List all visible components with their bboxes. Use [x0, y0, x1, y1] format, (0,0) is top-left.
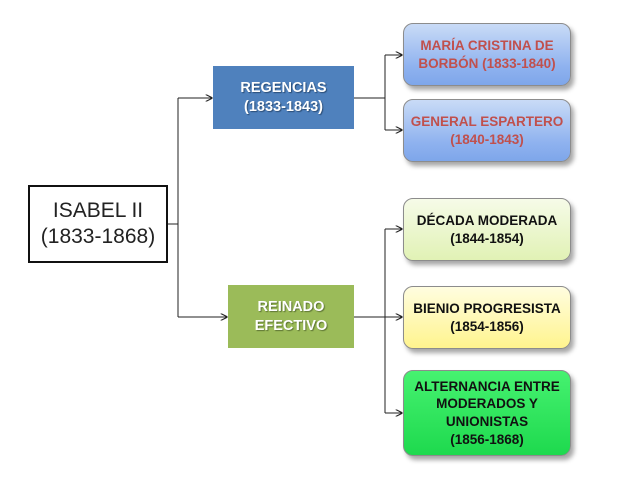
leaf-node-alternancia: ALTERNANCIA ENTRE MODERADOS Y UNIONISTAS… — [403, 370, 571, 456]
leaf-node-label: GENERAL ESPARTERO (1840-1843) — [410, 113, 564, 147]
leaf-node-label: ALTERNANCIA ENTRE MODERADOS Y UNIONISTAS… — [414, 378, 560, 447]
connector-reinado-trunk — [354, 229, 386, 413]
leaf-node-decada-moderada: DÉCADA MODERADA (1844-1854) — [403, 198, 571, 261]
root-node-isabel-ii: ISABEL II (1833-1868) — [28, 185, 168, 263]
leaf-node-label: DÉCADA MODERADA (1844-1854) — [416, 212, 558, 246]
leaf-node-label: BIENIO PROGRESISTA (1854-1856) — [413, 300, 561, 334]
root-node-label: ISABEL II (1833-1868) — [40, 198, 156, 248]
branch-node-reinado-efectivo: REINADO EFECTIVO — [228, 285, 354, 348]
leaf-node-bienio-progresista: BIENIO PROGRESISTA (1854-1856) — [403, 286, 571, 349]
connector-root-trunk — [168, 98, 179, 317]
branch-node-label: REINADO EFECTIVO — [254, 298, 328, 334]
branch-node-label: REGENCIAS (1833-1843) — [240, 79, 327, 115]
leaf-node-maria-cristina: MARÍA CRISTINA DE BORBÓN (1833-1840) — [403, 23, 571, 86]
leaf-node-general-espartero: GENERAL ESPARTERO (1840-1843) — [403, 99, 571, 162]
leaf-node-label: MARÍA CRISTINA DE BORBÓN (1833-1840) — [418, 37, 556, 71]
branch-node-regencias: REGENCIAS (1833-1843) — [213, 66, 354, 129]
connector-regencias-trunk — [354, 55, 386, 130]
